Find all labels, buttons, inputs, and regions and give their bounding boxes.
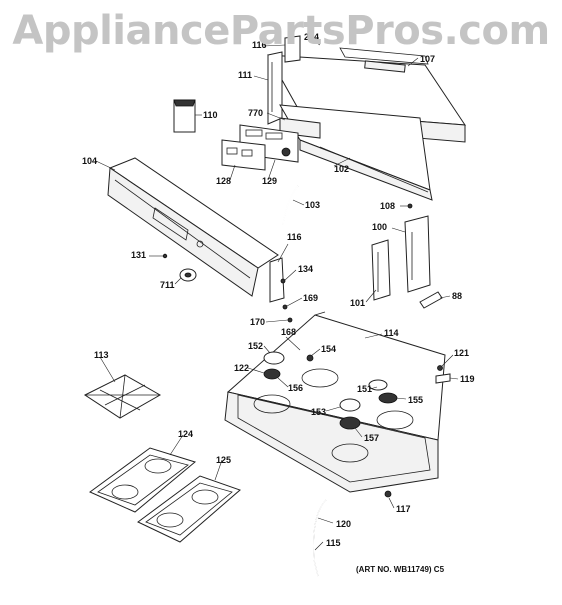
callout-152: 152 (248, 341, 263, 351)
callout-104: 104 (82, 156, 97, 166)
burner-cap-152 (263, 351, 285, 365)
burner-head-157 (339, 416, 361, 430)
burner-head-155 (378, 392, 398, 404)
bracket-116-lower (269, 257, 285, 303)
callout-155: 155 (408, 395, 423, 405)
callout-128: 128 (216, 176, 231, 186)
callout-711: 711 (160, 280, 175, 290)
part-154 (306, 354, 314, 362)
leader-lines (95, 37, 459, 551)
callout-101: 101 (350, 298, 365, 308)
bracket-111 (267, 51, 283, 125)
callout-labels: 116 204 107 111 110 770 102 104 128 129 103 108 100 1… (82, 32, 475, 548)
overlay-128 (221, 139, 266, 171)
callout-116: 116 (252, 40, 267, 50)
callout-129: 129 (262, 176, 277, 186)
callout-100: 100 (372, 222, 387, 232)
callout-170: 170 (250, 317, 265, 327)
callout-131: 131 (131, 250, 146, 260)
callout-154: 154 (321, 344, 336, 354)
callout-102: 102 (334, 164, 349, 174)
manifold-panel-104 (107, 157, 279, 297)
callout-204: 204 (304, 32, 319, 42)
callout-151: 151 (357, 384, 372, 394)
callout-88: 88 (452, 291, 462, 301)
callout-110: 110 (203, 110, 218, 120)
screw-134 (280, 278, 286, 284)
callout-108: 108 (380, 201, 395, 211)
callout-157: 157 (364, 433, 379, 443)
callout-121: 121 (454, 348, 469, 358)
callout-117: 117 (396, 504, 411, 514)
callout-124: 124 (178, 429, 193, 439)
drip-pan-124 (89, 447, 197, 513)
burner-cap-151 (368, 379, 388, 391)
callout-153: 153 (311, 407, 326, 417)
part-110 (173, 99, 196, 133)
watermark: AppliancePartsPros.com (12, 8, 550, 54)
burner-head-122 (263, 368, 281, 380)
art-number: (ART NO. WB11749) C5 (356, 565, 445, 574)
callout-125: 125 (216, 455, 231, 465)
part-88 (419, 291, 443, 309)
screw-170 (287, 317, 293, 323)
callout-113: 113 (94, 350, 109, 360)
part-121 (437, 365, 443, 371)
callout-168: 168 (281, 327, 296, 337)
control-panel-trim-102 (279, 104, 433, 201)
side-bracket-100 (404, 215, 431, 293)
screw-131 (162, 253, 168, 259)
callout-770: 770 (248, 108, 263, 118)
screw-169 (282, 304, 288, 310)
callout-103: 103 (305, 200, 320, 210)
part-119 (435, 373, 451, 384)
callout-114: 114 (384, 328, 399, 338)
bracket-101 (371, 239, 391, 301)
knob-711 (179, 268, 197, 282)
burner-cap-153 (339, 398, 361, 412)
grate-113 (83, 374, 162, 419)
rod-120-115 (313, 499, 327, 577)
callout-107: 107 (420, 54, 435, 64)
callout-120: 120 (336, 519, 351, 529)
flex-hose-103 (282, 185, 299, 226)
callout-111: 111 (238, 70, 252, 80)
callout-169: 169 (303, 293, 318, 303)
screw-108 (407, 203, 413, 209)
callout-116: 116 (287, 232, 302, 242)
callout-115: 115 (326, 538, 341, 548)
drip-pan-125 (137, 475, 241, 543)
main-top-114 (224, 311, 446, 493)
callout-122: 122 (234, 363, 249, 373)
bracket-116-top (284, 35, 301, 63)
part-117 (384, 490, 392, 498)
callout-156: 156 (288, 383, 303, 393)
callout-119: 119 (460, 374, 475, 384)
callout-134: 134 (298, 264, 313, 274)
